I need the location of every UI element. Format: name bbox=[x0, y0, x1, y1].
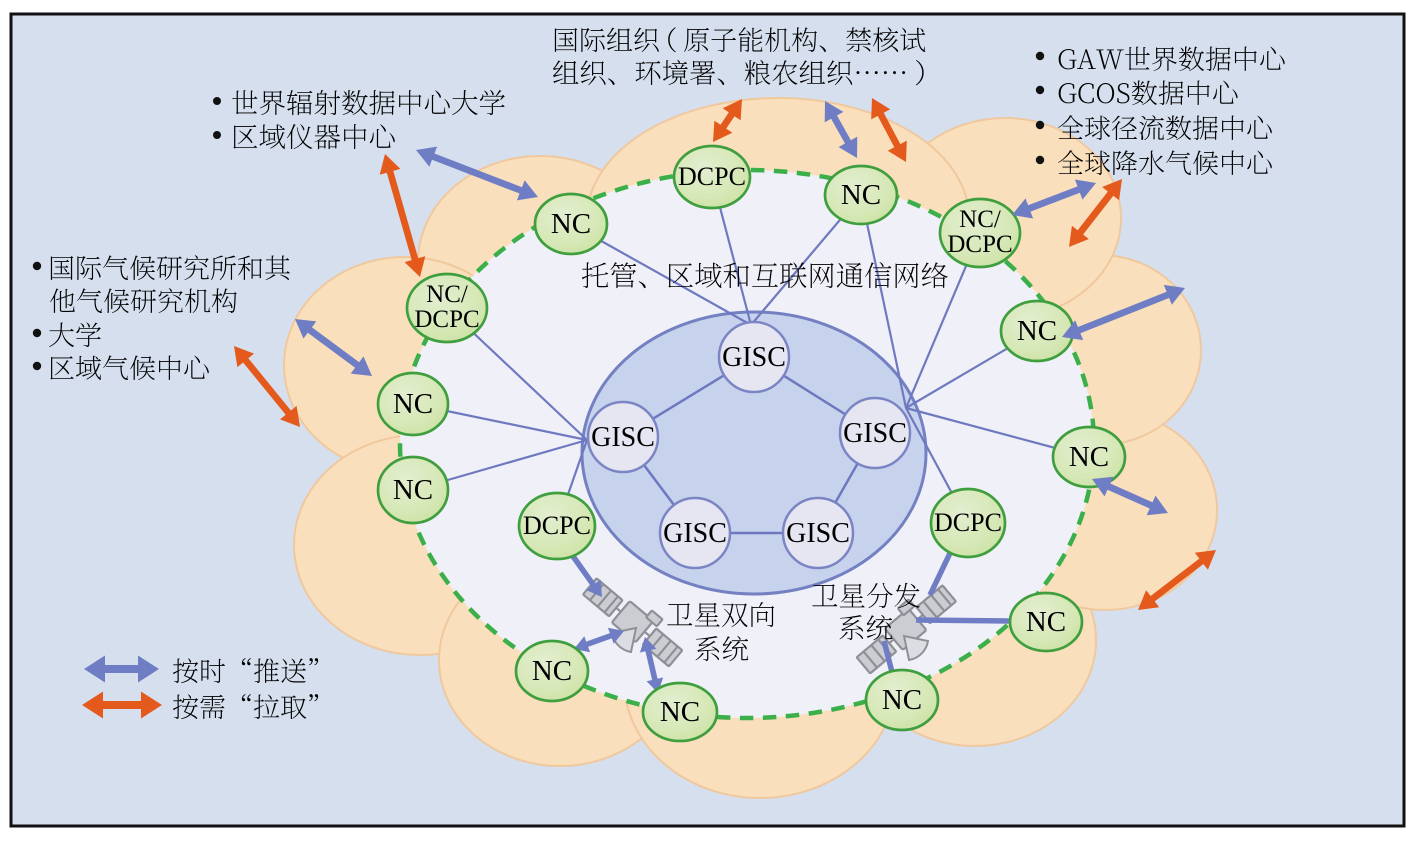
svg-text:NC: NC bbox=[532, 655, 572, 687]
svg-text:NC: NC bbox=[393, 388, 433, 420]
svg-text:NC: NC bbox=[1026, 606, 1066, 638]
svg-text:DCPC: DCPC bbox=[947, 231, 1012, 258]
svg-text:DCPC: DCPC bbox=[934, 508, 1002, 537]
svg-text:GISC: GISC bbox=[786, 518, 850, 549]
svg-text:NC: NC bbox=[841, 179, 881, 211]
svg-text:GISC: GISC bbox=[722, 342, 786, 373]
svg-text:NC: NC bbox=[551, 208, 591, 240]
svg-text:GISC: GISC bbox=[591, 422, 655, 453]
svg-text:DCPC: DCPC bbox=[678, 162, 746, 191]
svg-text:NC/: NC/ bbox=[426, 281, 468, 308]
svg-text:NC: NC bbox=[882, 684, 922, 716]
svg-text:GISC: GISC bbox=[663, 518, 727, 549]
svg-text:NC/: NC/ bbox=[959, 206, 1001, 233]
svg-text:NC: NC bbox=[393, 474, 433, 506]
svg-text:DCPC: DCPC bbox=[414, 306, 479, 333]
svg-text:NC: NC bbox=[1017, 315, 1057, 347]
svg-text:DCPC: DCPC bbox=[523, 511, 591, 540]
svg-text:NC: NC bbox=[1069, 441, 1109, 473]
svg-text:NC: NC bbox=[660, 696, 700, 728]
svg-text:GISC: GISC bbox=[843, 418, 907, 449]
